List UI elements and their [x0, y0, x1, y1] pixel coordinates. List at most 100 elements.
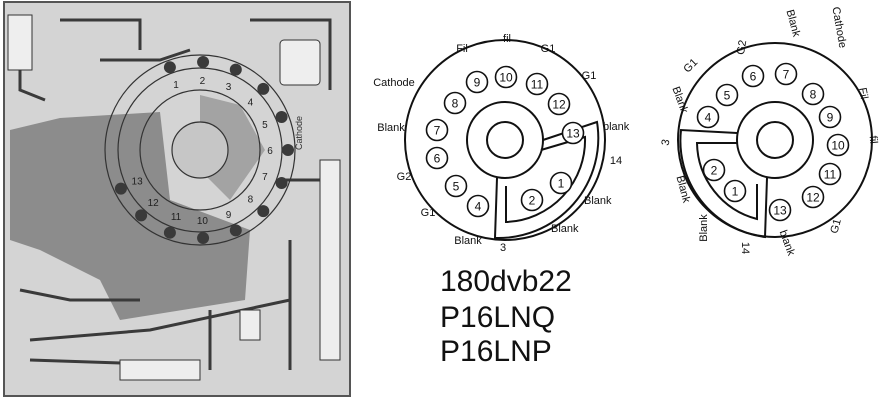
socket-a-outline: [404, 39, 606, 241]
socket-b-label-1: Blank: [784, 8, 803, 38]
pcb-pin-label-6: 6: [267, 146, 273, 157]
pcb-pin-label-12: 12: [148, 198, 160, 209]
socket-b-ring: [736, 101, 814, 179]
socket-b-label-2: Cathode: [829, 6, 848, 49]
socket-a-pin-7-number: 7: [434, 123, 441, 137]
socket-b-pin-7-circle: [774, 62, 798, 86]
socket-a-pin-5-number: 5: [453, 179, 460, 193]
pcb-pad-1: [163, 61, 176, 74]
socket-a-pin-4-number: 4: [475, 199, 482, 213]
part-number-180dvb22: 180dvb22: [440, 265, 572, 298]
socket-a-label-11: G2: [397, 171, 412, 183]
pcb-pin-label-5: 5: [262, 120, 268, 131]
pcb-pin-label-7: 7: [262, 172, 268, 183]
socket-a-pin-12-circle: [547, 92, 571, 116]
part-number-p16lnp: P16LNP: [440, 335, 552, 368]
socket-b-label-7: Blank: [674, 174, 693, 204]
socket-a-pin-7-circle: [425, 118, 449, 142]
socket-a-pin-2-circle: [520, 188, 544, 212]
socket-b-key-inner: [695, 142, 758, 221]
socket-a-label-4: blank: [603, 121, 630, 133]
socket-a-pin-12-number: 12: [552, 97, 566, 111]
socket-b-pin-1-number: 1: [732, 184, 739, 198]
socket-a-label-12: Blank: [377, 122, 405, 134]
socket-b-pin-5-circle: [715, 83, 739, 107]
pcb-pin-label-1: 1: [173, 80, 179, 91]
socket-b-label-6: 3: [660, 138, 673, 146]
socket-a-label-6: Blank: [584, 195, 612, 207]
copper-ground-plane: [10, 112, 250, 320]
socket-b-key-outer: [679, 128, 768, 239]
socket-a-pin-10-circle: [494, 65, 518, 89]
socket-a-label-1: fil: [503, 33, 511, 45]
socket-b-pin-12-number: 12: [806, 190, 820, 204]
socket-a-label-group: filG1G1blank14BlankBlank3BlankG1G2BlankC…: [373, 33, 630, 254]
socket-b-pin-9-circle: [818, 105, 842, 129]
socket-a-pin-8-circle: [443, 91, 467, 115]
socket-a-pin-2-number: 2: [529, 193, 536, 207]
socket-a-label-2: G1: [541, 43, 556, 55]
socket-a-pin-4-circle: [466, 194, 490, 218]
connector-header: [7, 14, 33, 71]
socket-b-label-13: Fil: [856, 87, 870, 101]
socket-a-pin-6-number: 6: [434, 151, 441, 165]
pcb-pad-6: [282, 144, 294, 156]
socket-a-pin-13-circle: [561, 121, 585, 145]
pcb-pin-label-4: 4: [248, 97, 254, 108]
socket-a-key-outer: [493, 120, 600, 240]
socket-a-pin-11-number: 11: [531, 77, 544, 91]
socket-b-pin-12-circle: [801, 185, 825, 209]
pcb-pad-4: [257, 82, 270, 95]
pcb-pin-label-9: 9: [226, 210, 232, 221]
socket-b-label-11: G1: [828, 218, 843, 235]
socket-b-pin-11-circle: [818, 162, 842, 186]
pcb-pad-5: [275, 111, 288, 124]
socket-a-label-7: Blank: [551, 223, 579, 235]
socket-b-pin-4-number: 4: [705, 110, 712, 124]
pcb-pin-label-3: 3: [226, 82, 232, 93]
pcb-pad-9: [229, 224, 242, 237]
socket-b-pin-10-number: 10: [831, 138, 845, 152]
socket-b-pin-13-number: 13: [773, 203, 787, 217]
socket-a-ring: [466, 101, 544, 179]
pcb-cathode-label: Cathode: [294, 116, 304, 150]
pcb-pad-8: [257, 205, 270, 218]
socket-a-pin-10-number: 10: [499, 70, 513, 84]
socket-b-label-5: Blank: [669, 85, 690, 115]
socket-a-pin-11-circle: [525, 72, 549, 96]
socket-b-pin-5-number: 5: [724, 88, 731, 102]
socket-a-label-13: Cathode: [373, 77, 415, 89]
socket-a-pin-9-number: 9: [474, 75, 481, 89]
capacitor-component: [279, 39, 321, 86]
socket-b-label-8: Blank: [698, 214, 710, 242]
pcb-pad-11: [163, 226, 176, 239]
socket-b-pin-2-circle: [702, 158, 726, 182]
pcb-pad-13: [114, 182, 127, 195]
socket-a-label-14: Fil: [456, 43, 468, 55]
socket-a-pin-6-circle: [425, 146, 449, 170]
socket-b-pin-1-circle: [723, 179, 747, 203]
pcb-pin-label-11: 11: [171, 212, 182, 223]
socket-b-pin-6-circle: [741, 64, 765, 88]
socket-a-pin-1-circle: [549, 171, 573, 195]
socket-a-pin-1-number: 1: [558, 176, 565, 190]
socket-a-label-3: G1: [582, 70, 597, 82]
socket-b-pin-8-number: 8: [810, 87, 817, 101]
socket-a-key-inner: [505, 135, 587, 224]
pcb-pad-2: [197, 56, 210, 69]
socket-b-center-hole: [756, 121, 794, 159]
socket-a-center-hole: [486, 121, 524, 159]
pcb-pad-7: [275, 176, 288, 189]
socket-a-pin-5-circle: [444, 174, 468, 198]
socket-b-pin-13-circle: [768, 198, 792, 222]
socket-a-pin-8-number: 8: [452, 96, 459, 110]
socket-b-pin-4-circle: [696, 105, 720, 129]
pcb-pad-3: [229, 63, 242, 76]
socket-b-outline: [677, 42, 873, 238]
